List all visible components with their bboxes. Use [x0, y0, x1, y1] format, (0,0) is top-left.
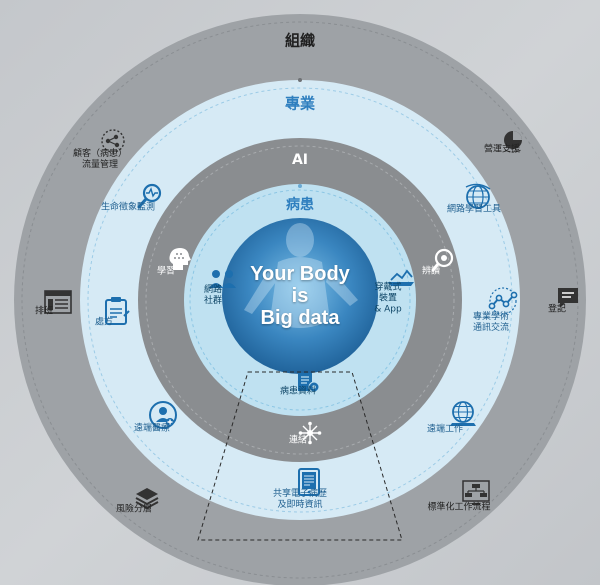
title-professional: 專業 [284, 94, 316, 113]
label-patient-data: 病患資料 [279, 386, 317, 397]
label-web-learning: 網路學習工具 [446, 204, 502, 215]
center-slogan: Your Body is Big data [250, 263, 350, 329]
ring-professional-dash [87, 87, 513, 513]
label-standard-workflow: 標準化工作流程 [427, 502, 491, 513]
body-silhouette [244, 223, 358, 328]
label-recognition: 辨讀 [421, 266, 441, 277]
label-shared-ehr: 共享電子病歷 及即時資訊 [272, 489, 328, 510]
label-scheduling: 排班 [34, 306, 54, 317]
label-remote-work: 遠端工作 [426, 424, 464, 435]
data-pathway-trapezoid [197, 371, 403, 541]
label-patient-flow: 顧客（病患） 流量管理 [72, 149, 128, 170]
label-prescription: 處方 [94, 317, 114, 328]
label-academic-exchange: 專業學術 通訊交流 [472, 312, 510, 333]
ring-patient-dash [189, 189, 411, 411]
title-patient: 病患 [286, 197, 314, 213]
label-operations-support: 營運支援 [483, 144, 521, 155]
label-telemedicine: 遠端醫療 [133, 423, 171, 434]
label-learning: 學習 [156, 266, 176, 277]
label-community: 網路 社群 [203, 285, 223, 306]
core-body-circle [222, 218, 378, 374]
label-connect: 連結 [288, 435, 308, 446]
label-wearable: 穿戴式 裝置 & App [374, 282, 402, 315]
label-registration: 登記 [547, 304, 567, 315]
title-ai: AI [291, 152, 309, 168]
title-organization: 組織 [284, 31, 316, 50]
ring-ai-dash [145, 145, 455, 455]
label-risk-stratification: 風險分層 [115, 504, 153, 515]
label-vital-signs: 生命徵象監測 [100, 202, 156, 213]
